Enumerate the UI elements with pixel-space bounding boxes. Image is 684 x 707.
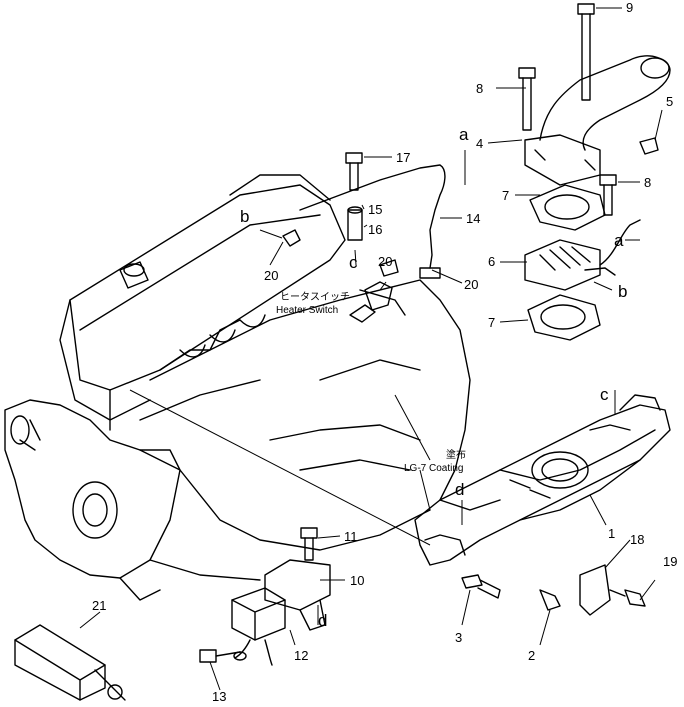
spacer-sleeve — [347, 206, 363, 241]
coating-label-jp: 塗布 — [446, 448, 466, 461]
intake-manifold — [414, 394, 671, 566]
ref-letter-c-left: c — [349, 253, 358, 272]
callout-15: 19 — [663, 554, 677, 569]
bolt-3 — [461, 574, 501, 599]
callout-20-left: 20 — [264, 268, 278, 283]
ref-letter-a-lower: a — [614, 231, 624, 250]
callout-18: 16 — [368, 222, 382, 237]
callout-9: 9 — [626, 0, 633, 15]
ref-letter-d-lower: d — [318, 611, 327, 630]
reference-letters: a a b b c c d d — [240, 125, 627, 630]
callout-20-mid: 20 — [378, 254, 392, 269]
callout-4: 4 — [476, 136, 483, 151]
part-callouts: 9 8 4 5 7 8 17 15 16 14 6 7 20 20 20 1 1… — [92, 0, 677, 704]
air-elbow — [524, 55, 671, 186]
callout-17: 15 — [368, 202, 382, 217]
callout-20-right: 20 — [464, 277, 478, 292]
ref-letter-b-left: b — [240, 207, 249, 226]
bolt-15 — [609, 589, 646, 607]
intake-heater — [524, 219, 641, 291]
callout-19: 17 — [396, 150, 410, 165]
ref-letter-a-upper: a — [459, 125, 469, 144]
callout-16: 14 — [466, 211, 480, 226]
heater-switch — [349, 259, 406, 323]
bracket-14 — [579, 564, 611, 616]
callout-1: 1 — [608, 526, 615, 541]
heater-switch-label-jp: ヒータスイッチ — [280, 291, 350, 303]
callout-21: 21 — [92, 598, 106, 613]
bolt-9 — [577, 3, 595, 101]
callout-13: 13 — [212, 689, 226, 704]
callout-8-lower: 8 — [644, 175, 651, 190]
heater-wire — [299, 164, 446, 279]
coating-label-en: LG-7 Coating — [404, 463, 463, 474]
gasket-lower — [527, 294, 601, 341]
callout-8-upper: 8 — [476, 81, 483, 96]
callout-7-upper: 7 — [502, 188, 509, 203]
ref-letter-b-right: b — [618, 282, 627, 301]
bracket-10 — [264, 559, 331, 631]
ref-letter-d-upper: d — [455, 480, 464, 499]
callout-12: 12 — [294, 648, 308, 663]
bolt-8-lower — [599, 174, 617, 216]
callout-3: 3 — [455, 630, 462, 645]
bolt-11 — [300, 527, 318, 561]
callout-7-lower: 7 — [488, 315, 495, 330]
bolt-19 — [345, 152, 363, 191]
callout-14: 18 — [630, 532, 644, 547]
relay-12 — [231, 587, 286, 666]
ref-letter-c-right: c — [600, 385, 609, 404]
notes: ヒータスイッチ Heater Switch 塗布 LG-7 Coating — [276, 291, 466, 474]
part-21 — [14, 624, 126, 701]
callout-5: 5 — [666, 94, 673, 109]
callout-6: 6 — [488, 254, 495, 269]
clip-20-left — [282, 229, 301, 247]
engine-block — [4, 174, 471, 601]
callout-2: 2 — [528, 648, 535, 663]
gasket-upper — [529, 184, 606, 231]
bolt-5 — [639, 137, 659, 155]
callout-11: 11 — [344, 529, 358, 544]
callout-10: 10 — [350, 573, 364, 588]
bolt-2 — [539, 589, 561, 611]
heater-switch-label-en: Heater Switch — [276, 305, 338, 316]
leader-lines — [79, 7, 663, 691]
bolt-8-upper — [518, 67, 536, 131]
